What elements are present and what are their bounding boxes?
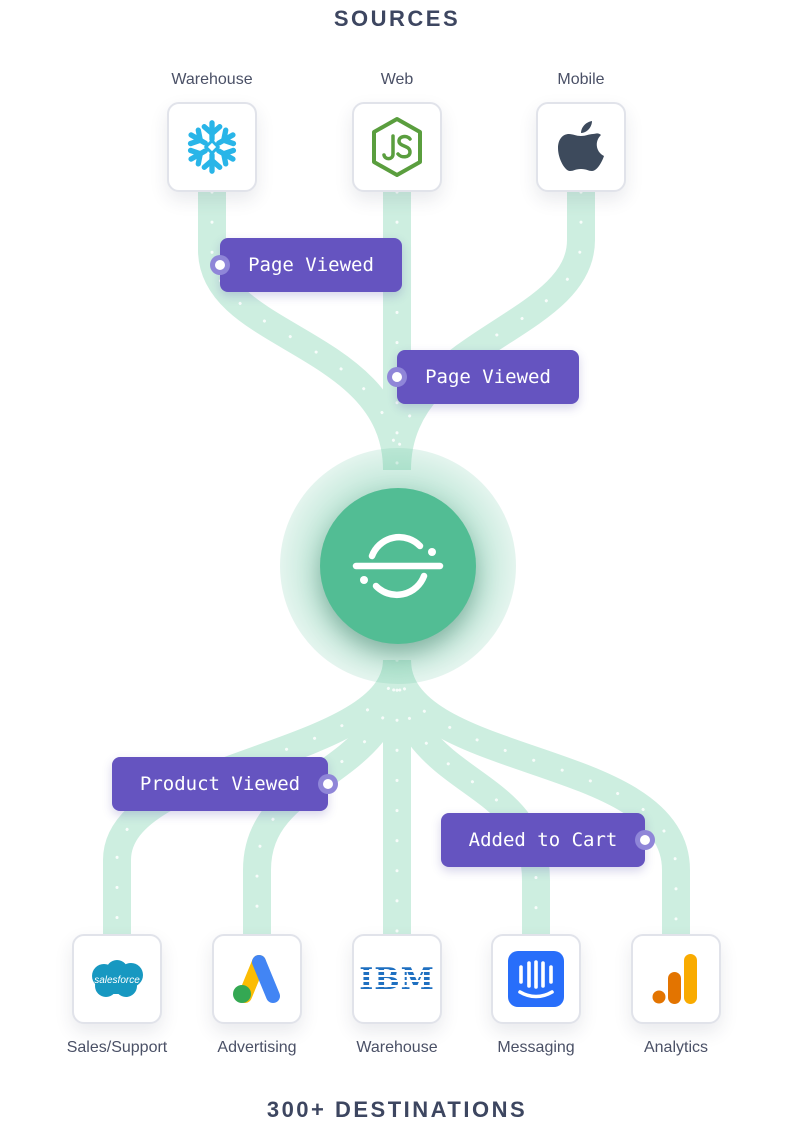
destination-label-advertising: Advertising [217, 1039, 297, 1056]
source-tile-web[interactable] [352, 102, 442, 192]
event-tag-page-viewed-web[interactable]: Page Viewed [387, 350, 579, 404]
destination-label-warehouse: Warehouse [356, 1039, 438, 1056]
event-label: Page Viewed [248, 254, 374, 276]
destination-label-analytics: Analytics [643, 1039, 709, 1056]
nodejs-icon [372, 117, 422, 177]
event-label: Added to Cart [468, 829, 618, 851]
event-tag-page-viewed-warehouse[interactable]: Page Viewed [210, 238, 402, 292]
connector-dot [635, 830, 655, 850]
destinations-heading: 300+ DESTINATIONS [266, 1097, 528, 1122]
snowflake-icon [187, 120, 237, 174]
flow-path-warehouse-source [198, 192, 411, 471]
flow-path-mobile-source [383, 192, 595, 471]
destination-tile-advertising[interactable] [212, 934, 302, 1024]
destination-tile-sales-support[interactable]: salesforce [72, 934, 162, 1024]
connector-dot [318, 774, 338, 794]
intercom-icon [508, 951, 564, 1007]
destination-tile-warehouse[interactable]: IBM [352, 934, 442, 1024]
source-label-mobile: Mobile [557, 71, 605, 88]
google-ads-icon [233, 955, 280, 1003]
destination-label-sales-support: Sales/Support [66, 1039, 168, 1056]
sources-heading: SOURCES [333, 6, 461, 31]
flow-path-analytics [383, 658, 690, 935]
segment-logo-icon [352, 533, 444, 599]
event-tag-product-viewed[interactable]: Product Viewed [112, 757, 338, 811]
connector-dot [387, 367, 407, 387]
source-label-warehouse: Warehouse [171, 71, 253, 88]
destination-label-messaging: Messaging [497, 1039, 575, 1056]
apple-icon [558, 121, 604, 171]
salesforce-icon: salesforce [92, 960, 143, 997]
destination-tile-messaging[interactable] [491, 934, 581, 1024]
source-tile-mobile[interactable] [536, 102, 626, 192]
svg-text:salesforce: salesforce [94, 975, 140, 986]
event-label: Page Viewed [425, 366, 551, 388]
destination-tile-analytics[interactable] [631, 934, 721, 1024]
segment-hub[interactable] [320, 488, 476, 644]
connector-dot [210, 255, 230, 275]
source-label-web: Web [380, 71, 414, 88]
ibm-icon: IBM [359, 961, 435, 997]
event-tag-added-to-cart[interactable]: Added to Cart [441, 813, 655, 867]
source-tile-warehouse[interactable] [167, 102, 257, 192]
event-label: Product Viewed [139, 773, 301, 795]
google-analytics-icon [652, 954, 697, 1004]
